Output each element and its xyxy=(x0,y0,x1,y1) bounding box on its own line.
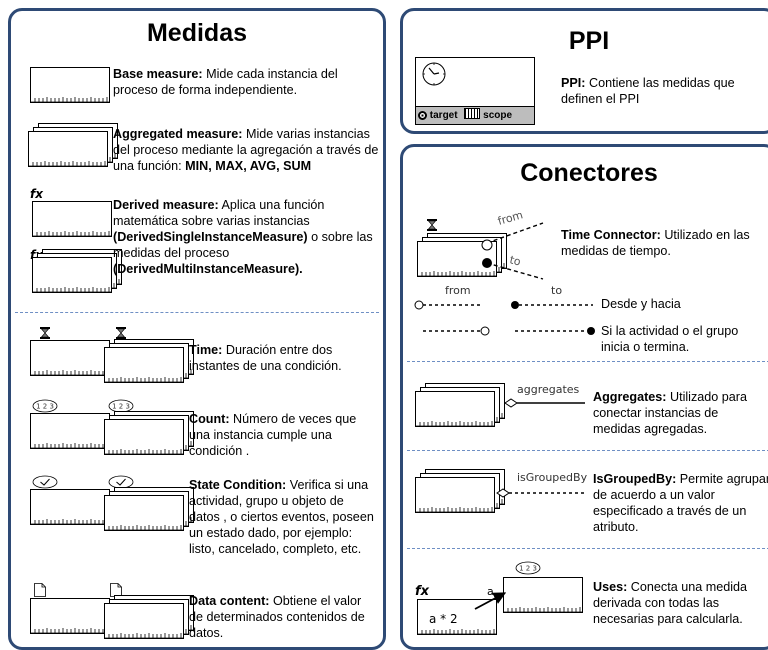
aggregated-measure-desc: Aggregated measure: Mide varias instanci… xyxy=(113,127,379,173)
ppi-footer: target scope xyxy=(416,106,534,124)
aggregated-measure-icon xyxy=(28,123,120,169)
count-measure-desc: Count: Número de veces que una instancia… xyxy=(189,412,357,458)
count-measure-icon xyxy=(30,399,198,465)
medidas-separator xyxy=(15,312,379,313)
state-condition-term: State Condition: xyxy=(189,478,287,492)
from-text: from xyxy=(445,284,471,297)
time-connector-term: Time Connector: xyxy=(561,228,661,242)
time-connector-desc: Time Connector: Utilizado en las medidas… xyxy=(561,228,750,258)
time-measure-desc: Time: Duración entre dos instantes de un… xyxy=(189,343,342,373)
base-measure-desc: Base measure: Mide cada instancia del pr… xyxy=(113,67,338,97)
aggregated-measure-term: Aggregated measure: xyxy=(113,127,243,141)
isgroupedby-desc: IsGroupedBy: Permite agrupar de acuerdo … xyxy=(593,472,768,534)
data-content-desc: Data content: Obtiene el valor de determ… xyxy=(189,594,365,640)
uses-term: Uses: xyxy=(593,580,628,594)
count-measure-term: Count: xyxy=(189,412,230,426)
inicia-termina-label: Si la actividad o el grupo inicia o term… xyxy=(601,324,739,354)
conectores-separator-2 xyxy=(407,450,768,451)
derived-measure-icon: fx fx xyxy=(30,187,124,297)
conectores-title: Conectores xyxy=(520,159,658,187)
uses-desc: Uses: Conecta una medida derivada con to… xyxy=(593,580,748,626)
derived-measure-desc: Derived measure: Aplica una función mate… xyxy=(113,198,373,276)
ppi-panel: PPI target scope PPI: Contiene las medid… xyxy=(400,8,768,134)
ppi-term: PPI: xyxy=(561,76,586,90)
aggregates-term: Aggregates: xyxy=(593,390,667,404)
data-content-term: Data content: xyxy=(189,594,270,608)
derived-measure-term: Derived measure: xyxy=(113,198,219,212)
isgroupedby-connector-icon: isGroupedBy xyxy=(413,463,588,515)
scope-icon xyxy=(464,108,481,119)
fx-icon: fx xyxy=(30,187,44,201)
base-measure-term: Base measure: xyxy=(113,67,203,81)
to-label: to xyxy=(508,253,522,268)
desde-y-hacia-label: Desde y hacia xyxy=(601,297,681,311)
medidas-panel: Medidas Base measure: Mide cada instanci… xyxy=(8,8,386,650)
state-condition-icon xyxy=(30,475,198,541)
base-measure-icon xyxy=(30,67,110,103)
conectores-separator-3 xyxy=(407,548,768,549)
fx-icon: fx xyxy=(415,584,430,599)
ppi-desc: PPI: Contiene las medidas que definen el… xyxy=(561,76,735,106)
aggregates-label: aggregates xyxy=(517,383,580,396)
isgroupedby-label: isGroupedBy xyxy=(517,471,588,484)
from-label: from xyxy=(496,213,524,228)
isgroupedby-term: IsGroupedBy: xyxy=(593,472,677,486)
to-text: to xyxy=(551,284,562,297)
clock-icon xyxy=(422,62,446,86)
time-connector-icon: from to xyxy=(413,213,544,280)
data-content-icon xyxy=(30,583,198,649)
ppi-title: PPI xyxy=(568,27,610,55)
formula-text: a * 2 xyxy=(429,612,458,626)
time-measure-icon xyxy=(30,327,198,393)
target-icon xyxy=(418,111,427,120)
uses-connector-icon: fx a * 2 a xyxy=(415,561,583,635)
conectores-separator-1 xyxy=(407,361,768,362)
from-to-connector-icon: from to xyxy=(414,284,595,336)
state-condition-desc: State Condition: Verifica si una activid… xyxy=(189,478,374,556)
uses-arrow-label: a xyxy=(487,585,494,598)
aggregates-desc: Aggregates: Utilizado para conectar inst… xyxy=(593,390,747,436)
medidas-title: Medidas xyxy=(146,19,248,47)
aggregates-connector-icon: aggregates xyxy=(413,383,585,429)
conectores-panel: Conectores from to Time Connector: Utili… xyxy=(400,144,768,650)
ppi-icon: target scope xyxy=(415,57,535,125)
time-measure-term: Time: xyxy=(189,343,223,357)
